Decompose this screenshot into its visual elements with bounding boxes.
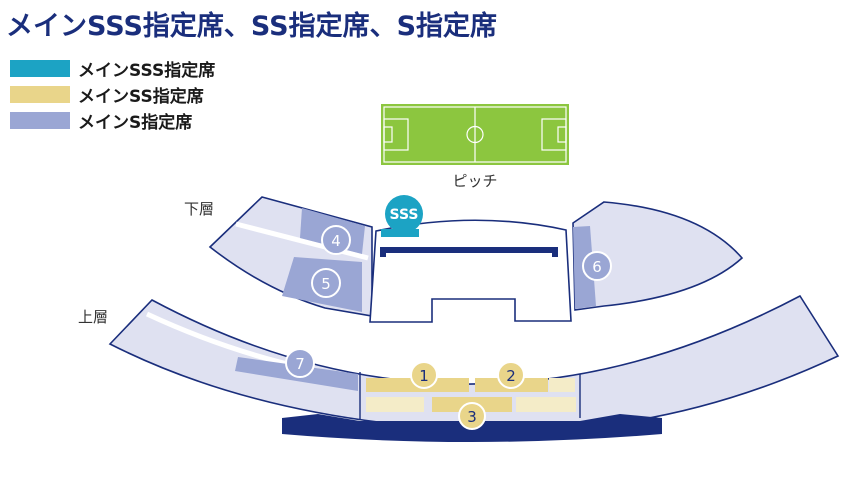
sss-badge: SSS xyxy=(385,195,423,233)
marker-6: 6 xyxy=(582,251,612,281)
legend-label-ss: メインSS指定席 xyxy=(78,86,204,107)
marker-4: 4 xyxy=(321,225,351,255)
marker-5: 5 xyxy=(311,268,341,298)
marker-7-label: 7 xyxy=(295,355,305,373)
legend-label-s: メインS指定席 xyxy=(78,112,193,133)
upper-tier-label: 上層 xyxy=(78,308,108,326)
marker-2: 2 xyxy=(497,361,525,389)
lower-tier-label: 下層 xyxy=(184,200,214,218)
legend-swatch-s xyxy=(10,111,70,129)
marker-1: 1 xyxy=(410,361,438,389)
marker-4-label: 4 xyxy=(331,232,341,250)
legend-swatch-ss xyxy=(10,85,70,103)
section-3-ss-light-left xyxy=(366,397,424,412)
section-sss xyxy=(381,229,419,237)
section-markers: 1 2 3 4 5 6 7 xyxy=(285,225,612,430)
marker-3: 3 xyxy=(458,402,486,430)
lower-tier-left xyxy=(208,196,373,317)
section-2-ss-light xyxy=(549,378,575,392)
legend-item-sss: メインSSS指定席 xyxy=(10,55,215,81)
lower-tier-right xyxy=(572,201,744,311)
legend-swatch-sss xyxy=(10,59,70,77)
lower-left-aisle xyxy=(235,221,369,261)
legend-item-ss: メインSS指定席 xyxy=(10,81,215,107)
page-title: メインSSS指定席、SS指定席、S指定席 xyxy=(6,11,498,42)
pitch-markings xyxy=(383,106,567,163)
legend: メインSSS指定席 メインSS指定席 メインS指定席 xyxy=(10,55,215,133)
marker-5-label: 5 xyxy=(321,275,331,293)
marker-6-label: 6 xyxy=(592,258,602,276)
legend-label-sss: メインSSS指定席 xyxy=(78,60,216,81)
pitch-label: ピッチ xyxy=(452,172,497,190)
lower-center-front-band xyxy=(380,247,558,257)
pitch: ピッチ xyxy=(381,104,569,190)
lower-tier-center xyxy=(369,219,572,323)
marker-1-label: 1 xyxy=(419,367,429,385)
section-3-ss-light-right xyxy=(516,397,576,412)
legend-item-s: メインS指定席 xyxy=(10,107,215,133)
sss-badge-circle xyxy=(385,195,423,233)
marker-2-label: 2 xyxy=(506,367,516,385)
marker-3-label: 3 xyxy=(467,408,477,426)
lower-right-outline xyxy=(572,201,744,311)
marker-7: 7 xyxy=(285,348,315,378)
sss-badge-text: SSS xyxy=(390,207,419,223)
